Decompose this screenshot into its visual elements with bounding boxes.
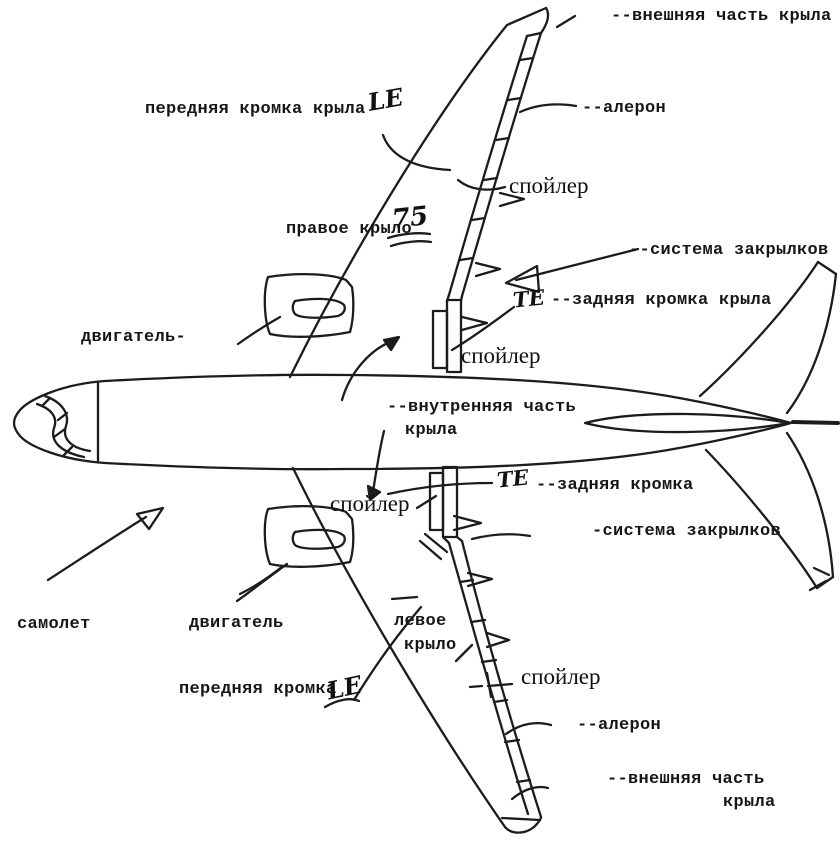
label-left-wing-line2: крыло: [404, 636, 457, 655]
label-leading-edge-top: передняя кромка крыла: [145, 100, 366, 119]
horizontal-stabilizer-bottom: [704, 431, 835, 592]
label-right-wing: правое крыло: [286, 220, 413, 239]
label-inner-wing-line2: крыла: [405, 421, 458, 440]
label-aileron-top: --алерон: [582, 99, 667, 118]
flaps-arrow-shaft: [514, 247, 640, 282]
label-spoiler-mid-top: спойлер: [461, 343, 541, 368]
cockpit-windows: [35, 394, 92, 459]
label-outer-wing-top: --внешняя часть крыла: [611, 7, 832, 26]
spoiler-arrow-head: [366, 484, 382, 502]
label-trailing-edge-top: --задняя кромка крыла: [551, 291, 772, 310]
label-engine-top: двигатель-: [81, 328, 187, 347]
leader-lines: [235, 14, 578, 801]
dash-spoiler-bottom2: [486, 682, 514, 688]
leader-leading-edge-top: [381, 133, 452, 172]
label-spoiler-bottom: спойлер: [521, 664, 601, 689]
dash-flaps-bottom: [470, 533, 532, 541]
right-wing: [288, 6, 550, 379]
label-spoiler-mid-bottom: спойлер: [330, 491, 410, 516]
horizontal-stabilizer-top: [698, 260, 838, 415]
leader-spoiler-top: [456, 178, 507, 191]
dash-spoiler-bottom: [468, 684, 484, 689]
label-flap-system-bottom: -система закрылков: [592, 522, 782, 541]
airplane-arrow-shaft: [46, 515, 148, 582]
arrows: [46, 247, 640, 582]
tail-point-dash: [791, 420, 840, 425]
leader-te-top: [450, 305, 516, 352]
label-outer-wing-bottom-line2: крыла: [723, 793, 776, 812]
label-left-wing-line1: левое: [394, 612, 447, 631]
leader-spoiler-mid-bottom: [415, 494, 438, 510]
leader-aileron-top: [518, 103, 578, 114]
label-engine-bottom: двигатель: [189, 614, 284, 633]
tick-spoiler-bottom: [485, 671, 493, 699]
slash-left-wing: [454, 643, 474, 663]
label-outer-wing-bottom-line1: --внешняя часть: [607, 770, 765, 789]
leader-left-wing: [352, 605, 423, 702]
label-spoiler-top: спойлер: [509, 173, 589, 198]
label-inner-wing-line1: --внутренняя часть: [387, 398, 577, 417]
vertical-stabilizer: [583, 412, 791, 434]
overline-left-wing: [390, 595, 419, 601]
spoiler-arrow-shaft: [371, 429, 386, 494]
leader-engine-bottom: [235, 562, 289, 603]
handwritten-te-bottom: TE: [495, 464, 530, 493]
tick-outer-wing-bottom: [510, 785, 550, 801]
inner-wing-arrow-shaft: [340, 339, 394, 402]
handwritten-te-top: TE: [511, 284, 546, 313]
handwritten-le-bottom: LE: [324, 669, 365, 706]
tick-outer-wing-top: [555, 14, 577, 29]
underline-75: [386, 232, 432, 240]
label-trailing-edge-bottom: --задняя кромка: [536, 476, 694, 495]
airplane-arrow-head: [135, 506, 165, 531]
underline-le-bottom: [323, 698, 361, 709]
tick-aileron-bottom: [504, 722, 553, 736]
label-aileron-bottom: --алерон: [577, 716, 662, 735]
inner-wing-arrow-head: [382, 335, 401, 352]
fuselage-outline: [12, 373, 793, 471]
label-flap-system-top: --система закрылков: [629, 241, 829, 260]
underline-75b: [389, 240, 433, 248]
flaps-arrow-head: [504, 264, 541, 294]
engine-nacelle-top: [236, 273, 355, 346]
leader-te-bottom: [386, 481, 494, 496]
label-leading-edge-bottom: передняя кромка: [179, 680, 337, 699]
label-airplane: самолет: [17, 615, 91, 634]
handwritten-sweep-75: 75: [390, 201, 430, 235]
handwritten-le-top: LE: [365, 82, 406, 117]
